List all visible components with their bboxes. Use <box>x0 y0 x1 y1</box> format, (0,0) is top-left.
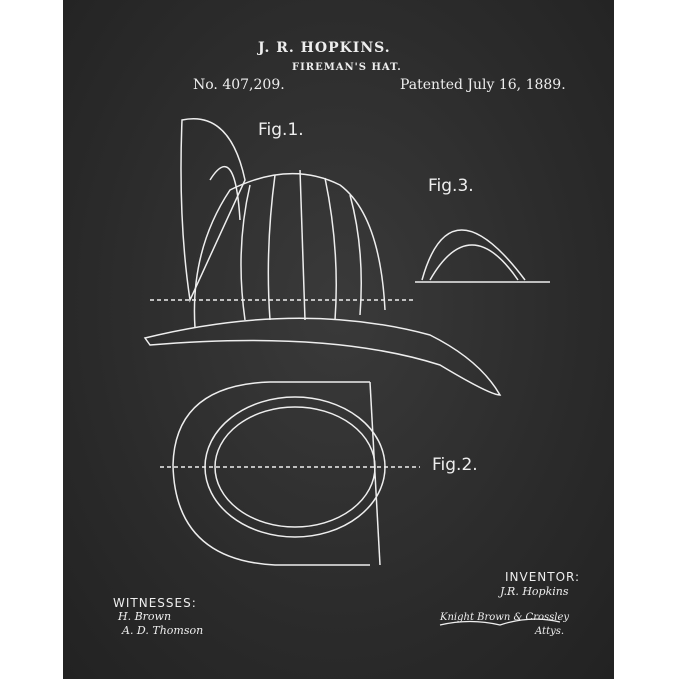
fig3-cross-section <box>415 229 550 283</box>
patent-number: No. 407,209. <box>193 77 285 93</box>
fig3-label: Fig.3. <box>428 176 474 196</box>
inventor-signature: J.R. Hopkins <box>500 585 569 598</box>
witness-signature-1: H. Brown <box>118 610 172 623</box>
fig1-helmet <box>143 118 502 396</box>
inventor-label: INVENTOR: <box>505 570 581 584</box>
chalkboard-background <box>63 0 614 679</box>
patent-title: FIREMAN'S HAT. <box>292 62 402 73</box>
fig2-brim-top-view <box>160 381 420 566</box>
attorneys-signature: Knight Brown & Crossley <box>440 612 570 623</box>
fig2-label: Fig.2. <box>432 455 478 475</box>
attorneys-suffix: Attys. <box>535 626 565 637</box>
inventor-name: J. R. HOPKINS. <box>258 40 391 56</box>
fig1-label: Fig.1. <box>258 120 304 140</box>
patent-date: Patented July 16, 1889. <box>400 77 566 93</box>
witnesses-label: WITNESSES: <box>113 596 197 610</box>
attorney-signature-line <box>439 618 561 626</box>
witness-signature-2: A. D. Thomson <box>122 624 204 637</box>
